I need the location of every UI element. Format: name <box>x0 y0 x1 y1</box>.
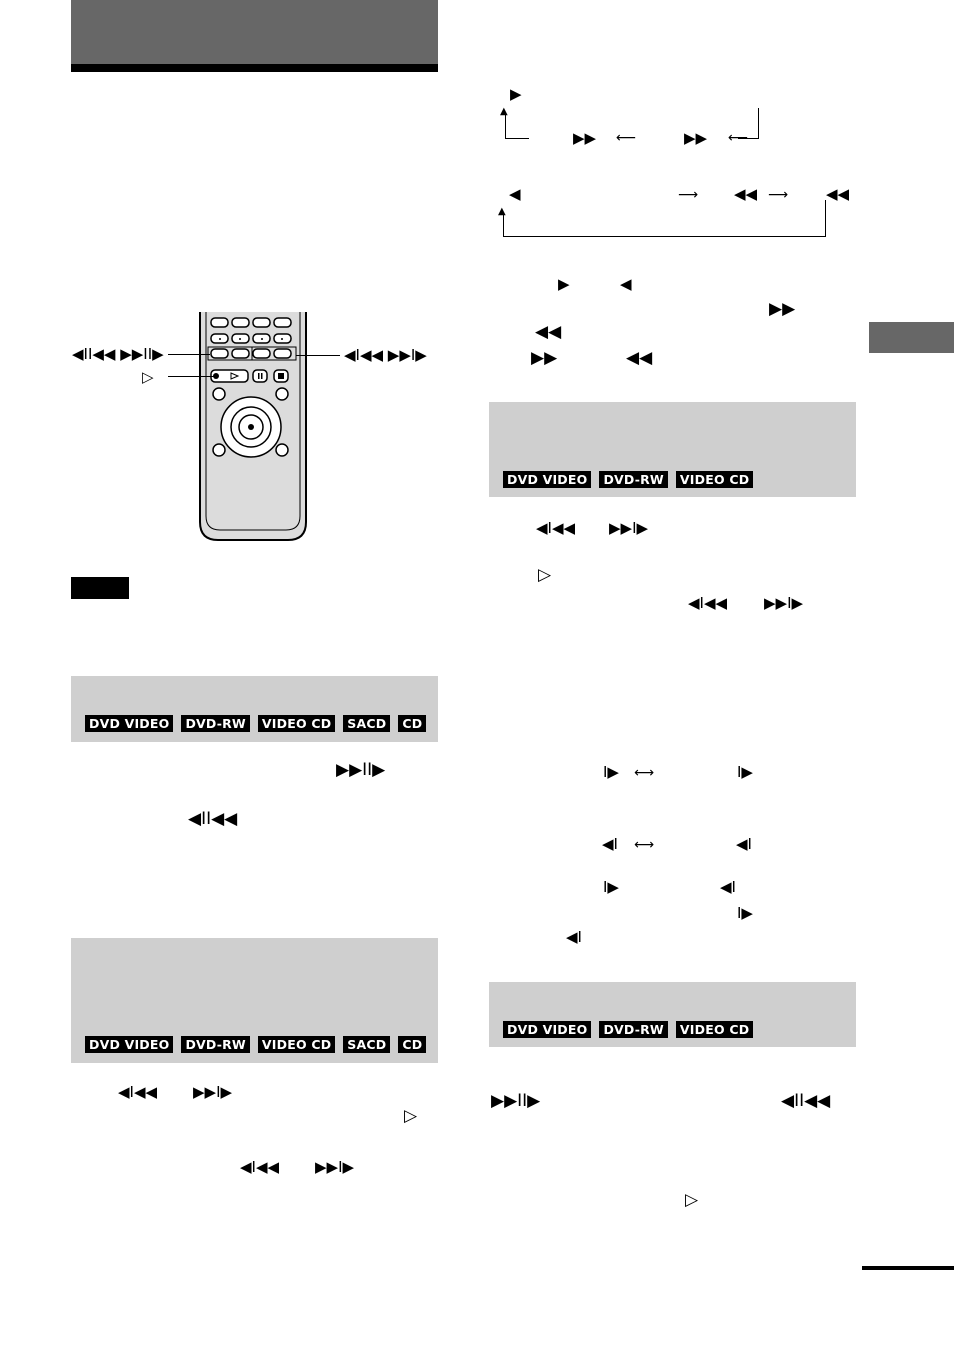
remote-slow-buttons-callout: ◀II◀◀ ▶▶II▶ <box>72 345 164 363</box>
header-rule <box>71 64 438 72</box>
disc-badge: CD <box>398 715 427 732</box>
disc-badges-replay: DVD VIDEO DVD-RW VIDEO CD SACD CD <box>85 1036 427 1053</box>
remote-play-callout: ▷ <box>142 368 154 386</box>
slow-forward-symbol: I▶ <box>737 904 753 922</box>
disc-badges-speed: DVD VIDEO DVD-RW VIDEO CD SACD CD <box>85 715 427 732</box>
slow-reverse-symbol: ◀I <box>720 878 736 896</box>
slow-forward-symbol: I▶ <box>603 878 619 896</box>
fast-forward-symbol: ▶▶ <box>684 129 708 147</box>
slow-reverse-symbol: ◀I <box>736 835 752 853</box>
fast-reverse-symbol: ◀◀ <box>826 185 850 203</box>
diagram-line <box>758 108 759 139</box>
fast-reverse-symbol: ◀◀ <box>535 322 562 342</box>
scan-back-symbol: ◀I◀◀ <box>118 1083 158 1101</box>
disc-badge: DVD VIDEO <box>85 1036 174 1053</box>
diagram-line <box>503 236 826 237</box>
header-bar <box>71 0 438 64</box>
diagram-line <box>503 212 504 237</box>
disc-badge: VIDEO CD <box>257 1036 336 1053</box>
continued-rule <box>862 1266 954 1270</box>
left-arrow: ⟵ <box>616 130 637 146</box>
play-reverse-symbol: ◀ <box>509 185 521 203</box>
fast-forward-symbol: ▶▶ <box>769 299 796 319</box>
fast-forward-symbol: ▶▶ <box>531 348 558 368</box>
skip-forward-step-symbol: ▶▶II▶ <box>336 760 386 780</box>
disc-badge: DVD VIDEO <box>503 471 592 488</box>
scan-back-symbol: ◀I◀◀ <box>240 1158 280 1176</box>
double-arrow: ⟷ <box>634 765 655 781</box>
disc-badge: VIDEO CD <box>257 715 336 732</box>
right-arrow: ⟶ <box>678 187 699 203</box>
remote-illustration <box>196 312 311 544</box>
diagram-line <box>505 138 529 139</box>
disc-badge: VIDEO CD <box>675 471 754 488</box>
skip-forward-step-symbol: ▶▶II▶ <box>491 1091 541 1111</box>
play-forward-symbol: ▶ <box>558 275 570 293</box>
diagram-line <box>825 200 826 237</box>
fast-forward-symbol: ▶▶ <box>573 129 597 147</box>
disc-badge: DVD-RW <box>599 1021 668 1038</box>
disc-badge: SACD <box>343 1036 391 1053</box>
section-box-speed <box>71 676 438 742</box>
disc-badge: SACD <box>343 715 391 732</box>
section-tab <box>869 322 954 353</box>
scan-forward-symbol: ▶▶I▶ <box>193 1083 233 1101</box>
disc-badge: DVD-RW <box>181 715 250 732</box>
disc-badges-slow: DVD VIDEO DVD-RW VIDEO CD <box>503 471 754 488</box>
play-forward-symbol: ▶ <box>510 85 522 103</box>
play-symbol: ▷ <box>404 1106 418 1126</box>
diagram-arrowhead: ▲ <box>498 206 506 217</box>
disc-badge: DVD VIDEO <box>503 1021 592 1038</box>
skip-back-step-symbol: ◀II◀◀ <box>188 809 238 829</box>
diagram-arrowhead: ▲ <box>500 106 508 117</box>
diagram-line <box>505 115 506 139</box>
play-symbol: ▷ <box>685 1190 699 1210</box>
slow-forward-symbol: I▶ <box>737 763 753 781</box>
play-symbol: ▷ <box>538 565 552 585</box>
disc-badge: VIDEO CD <box>675 1021 754 1038</box>
callout-line-left <box>168 354 210 355</box>
fast-reverse-symbol: ◀◀ <box>734 185 758 203</box>
right-arrow: ⟶ <box>768 187 789 203</box>
remote-scan-buttons-callout: ◀I◀◀ ▶▶I▶ <box>344 346 427 364</box>
scan-forward-symbol: ▶▶I▶ <box>609 519 649 537</box>
fast-reverse-symbol: ◀◀ <box>626 348 653 368</box>
slow-forward-symbol: I▶ <box>603 763 619 781</box>
play-reverse-symbol: ◀ <box>620 275 632 293</box>
slow-reverse-symbol: ◀I <box>566 928 582 946</box>
skip-back-step-symbol: ◀II◀◀ <box>781 1091 831 1111</box>
disc-badge: CD <box>398 1036 427 1053</box>
scan-forward-symbol: ▶▶I▶ <box>764 594 804 612</box>
disc-badges-frame: DVD VIDEO DVD-RW VIDEO CD <box>503 1021 754 1038</box>
disc-badge: DVD VIDEO <box>85 715 174 732</box>
double-arrow: ⟷ <box>634 837 655 853</box>
callout-line-play <box>168 376 216 377</box>
disc-badge: DVD-RW <box>599 471 668 488</box>
diagram-line <box>738 138 759 139</box>
disc-badge: DVD-RW <box>181 1036 250 1053</box>
callout-line-right <box>296 355 340 356</box>
notes-badge <box>71 577 129 599</box>
scan-back-symbol: ◀I◀◀ <box>536 519 576 537</box>
scan-forward-symbol: ▶▶I▶ <box>315 1158 355 1176</box>
slow-reverse-symbol: ◀I <box>602 835 618 853</box>
scan-back-symbol: ◀I◀◀ <box>688 594 728 612</box>
